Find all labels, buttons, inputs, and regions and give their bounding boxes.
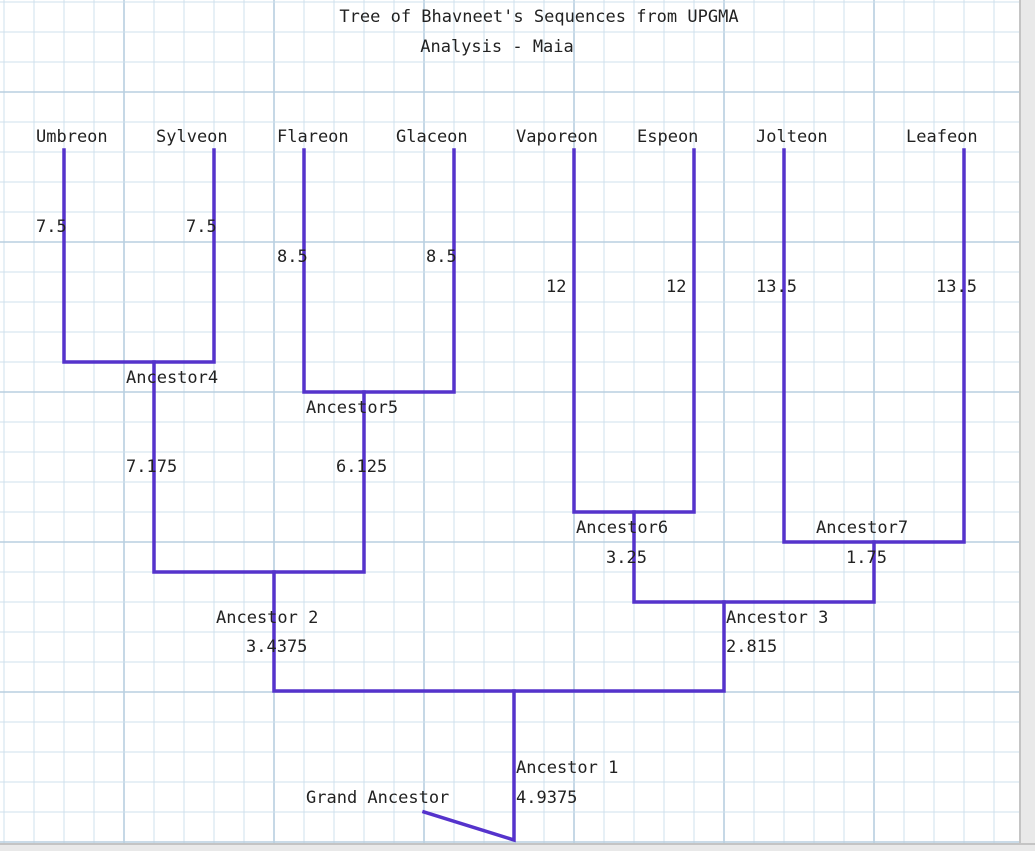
length-label-ancestor7: 1.75 [846,548,887,568]
length-label-flareon: 8.5 [277,247,308,267]
diagram-title-line1: Tree of Bhavneet's Sequences from UPGMA [339,7,738,27]
node-label-ancestor4: Ancestor4 [126,368,218,388]
length-label-umbreon: 7.5 [36,217,67,237]
window-right-edge [1019,0,1035,851]
leaf-label-umbreon: Umbreon [36,127,108,147]
length-label-ancestor1: 4.9375 [516,788,577,808]
branch-root [421,689,516,843]
length-label-ancestor6: 3.25 [606,548,647,568]
branch-ancestor2-clade [152,360,366,574]
tree-branches [62,148,966,843]
node-label-ancestor5: Ancestor5 [306,398,398,418]
window-bottom-edge [0,843,1035,851]
length-label-jolteon: 13.5 [756,277,797,297]
leaf-label-espeon: Espeon [637,127,698,147]
leaf-label-flareon: Flareon [277,127,349,147]
leaf-label-jolteon: Jolteon [756,127,828,147]
length-label-ancestor3: 2.815 [726,637,777,657]
branch-ancestor5-clade [302,148,456,394]
leaf-label-vaporeon: Vaporeon [516,127,598,147]
length-label-sylveon: 7.5 [186,217,217,237]
length-label-vaporeon: 12 [546,277,566,297]
node-label-grand-ancestor: Grand Ancestor [306,788,449,808]
node-label-ancestor2: Ancestor 2 [216,608,318,628]
node-label-ancestor6: Ancestor6 [576,518,668,538]
leaf-label-leafeon: Leafeon [906,127,978,147]
length-label-glaceon: 8.5 [426,247,457,267]
length-label-leafeon: 13.5 [936,277,977,297]
branch-ancestor4-clade [62,148,216,364]
node-label-ancestor3: Ancestor 3 [726,608,828,628]
leaf-label-sylveon: Sylveon [156,127,228,147]
length-label-espeon: 12 [666,277,686,297]
node-label-ancestor7: Ancestor7 [816,518,908,538]
length-label-ancestor4: 7.175 [126,457,177,477]
leaf-label-glaceon: Glaceon [396,127,468,147]
length-label-ancestor2: 3.4375 [246,637,307,657]
node-label-ancestor1: Ancestor 1 [516,758,618,778]
diagram-title-line2: Analysis - Maia [420,37,574,57]
length-label-ancestor5: 6.125 [336,457,387,477]
branch-ancestor1-clade [272,570,726,693]
branch-ancestor3-clade [632,510,876,604]
